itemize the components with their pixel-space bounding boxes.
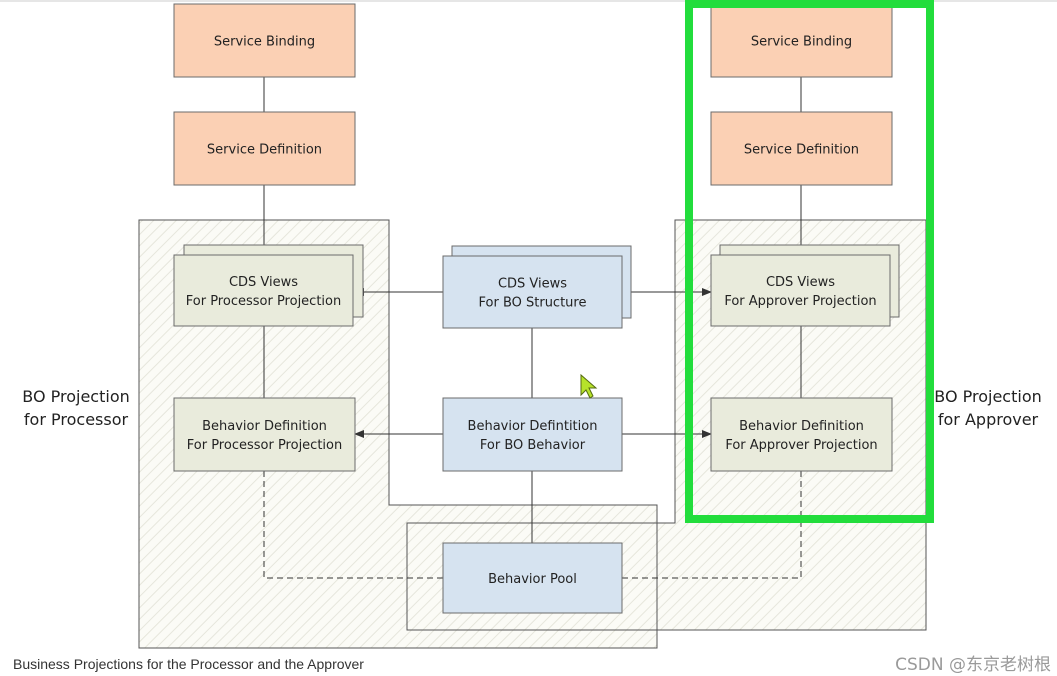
node-label-line: For BO Behavior xyxy=(480,438,586,453)
figure-caption: Business Projections for the Processor a… xyxy=(13,656,364,672)
node-label-line: For Processor Projection xyxy=(187,438,342,453)
connectors xyxy=(263,77,802,579)
node-box xyxy=(710,111,893,186)
node-box xyxy=(710,254,891,327)
node-box xyxy=(710,397,893,472)
node-label-line: For Approver Projection xyxy=(724,294,876,309)
node-box xyxy=(173,397,356,472)
node-box xyxy=(442,542,623,614)
node-box xyxy=(173,111,356,186)
node-label-line: Behavior Defintition xyxy=(468,419,598,434)
node-service-definition-processor: Service Definition xyxy=(173,111,356,186)
watermark: CSDN @东京老树根 xyxy=(895,655,1051,675)
node-label-line: Service Definition xyxy=(207,143,322,158)
node-service-binding-processor: Service Binding xyxy=(173,3,356,78)
node-label-line: For Approver Projection xyxy=(725,438,877,453)
node-label-line: Behavior Definition xyxy=(202,419,327,434)
region-label-processor-line1: BO Projection xyxy=(22,387,130,406)
node-label-line: Behavior Definition xyxy=(739,419,864,434)
node-service-binding-approver: Service Binding xyxy=(710,3,893,78)
highlight-frame xyxy=(685,0,934,523)
node-box xyxy=(173,3,356,78)
node-label-line: Service Binding xyxy=(214,35,315,50)
mouse-cursor-icon xyxy=(580,373,598,399)
node-label-line: For BO Structure xyxy=(479,296,587,311)
node-label-line: CDS Views xyxy=(766,275,835,290)
region-label-processor-line2: for Processor xyxy=(24,410,129,429)
node-box xyxy=(173,254,354,327)
region-label-approver-line2: for Approver xyxy=(938,410,1039,429)
node-label-line: CDS Views xyxy=(229,275,298,290)
node-box xyxy=(710,3,893,78)
node-label-line: For Processor Projection xyxy=(186,294,341,309)
node-service-definition-approver: Service Definition xyxy=(710,111,893,186)
node-box xyxy=(442,397,623,472)
region-label-approver-line1: BO Projection xyxy=(934,387,1042,406)
node-label-line: Behavior Pool xyxy=(488,572,577,587)
node-label-line: Service Definition xyxy=(744,143,859,158)
node-label-line: Service Binding xyxy=(751,35,852,50)
node-behavior-pool: Behavior Pool xyxy=(442,542,623,614)
node-box xyxy=(442,255,623,329)
node-label-line: CDS Views xyxy=(498,277,567,292)
